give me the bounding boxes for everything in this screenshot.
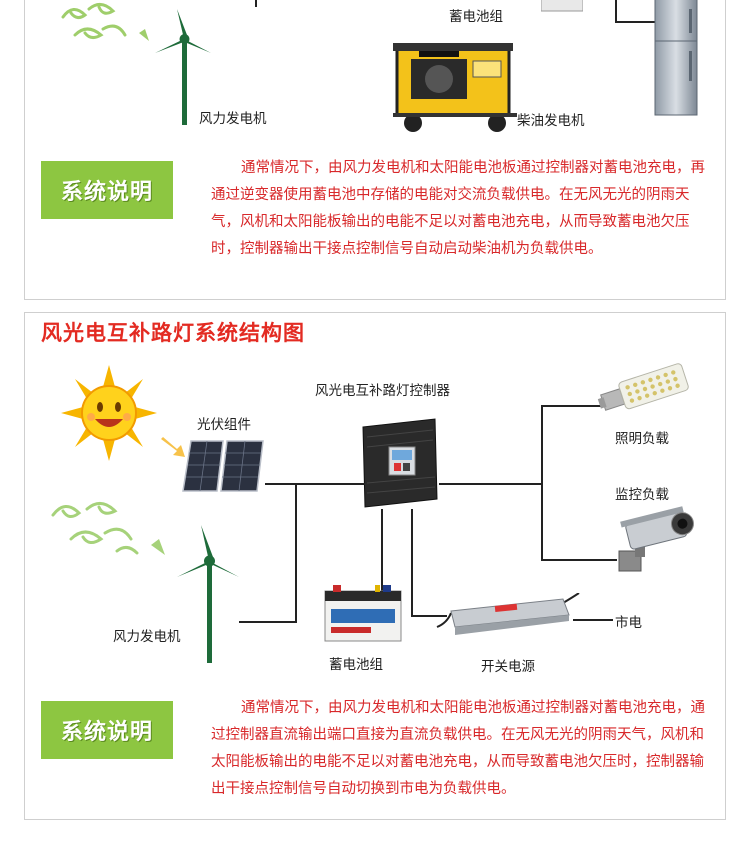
page-title: 风光电互补路灯系统结构图 [41, 321, 305, 345]
wind-turbine-label: 风力发电机 [113, 629, 181, 645]
system-description-badge: 系统说明 [41, 161, 173, 219]
mains-label: 市电 [615, 615, 642, 631]
connector-line [541, 405, 543, 561]
connector-line [265, 483, 365, 485]
system-description-badge: 系统说明 [41, 701, 173, 759]
power-supply-label: 开关电源 [481, 659, 535, 675]
monitoring-load-label: 监控负载 [615, 487, 669, 503]
battery-image [324, 585, 402, 642]
connector-line [411, 509, 413, 617]
controller-label: 风光电互补路灯控制器 [315, 383, 450, 399]
connector-line [573, 619, 613, 621]
wind-turbine-icon [155, 9, 211, 125]
connector-line [615, 21, 655, 23]
led-lamp-image [597, 363, 689, 411]
system-panel-generator: 风力发电机 蓄电池组 柴油发电机 系统说明 通常情况下，由风力发电机和太阳能电池 [24, 0, 726, 300]
system-description-paragraph: 通常情况下，由风力发电机和太阳能电池板通过控制器对蓄电池充电，通过控制器直流输出… [211, 700, 705, 797]
diesel-generator-label: 柴油发电机 [517, 113, 585, 129]
system-description-paragraph: 通常情况下，由风力发电机和太阳能电池板通过控制器对蓄电池充电，再通过逆变器使用蓄… [211, 160, 705, 257]
battery-label: 蓄电池组 [329, 657, 383, 673]
system-description-text: 通常情况下，由风力发电机和太阳能电池板通过控制器对蓄电池充电，再通过逆变器使用蓄… [211, 155, 707, 263]
lighting-load-label: 照明负载 [615, 431, 669, 447]
connector-line [295, 483, 297, 623]
refrigerator-image [654, 0, 698, 116]
connector-line [541, 405, 601, 407]
pv-module-label: 光伏组件 [197, 417, 251, 433]
system-description-text: 通常情况下，由风力发电机和太阳能电池板通过控制器对蓄电池充电，通过控制器直流输出… [211, 695, 707, 803]
controller-image [362, 418, 438, 508]
connector-line [255, 0, 257, 7]
battery-image [541, 0, 583, 12]
connector-line [615, 0, 617, 21]
battery-label: 蓄电池组 [449, 9, 503, 25]
connector-line [239, 621, 297, 623]
wind-swirl-icon [51, 502, 165, 555]
connector-line [439, 483, 543, 485]
wind-turbine-label: 风力发电机 [199, 111, 267, 127]
solar-panel-image [182, 440, 264, 492]
sun-icon [61, 365, 157, 461]
connector-line [381, 509, 383, 609]
wind-turbine-icon [177, 525, 239, 663]
power-supply-image [436, 593, 580, 635]
system-panel-streetlight: 风光电互补路灯系统结构图 光伏组件 [24, 312, 726, 820]
cctv-camera-image [618, 506, 694, 572]
connector-line [541, 559, 617, 561]
connector-line [411, 615, 447, 617]
wind-swirl-icon [61, 3, 149, 41]
arrow-icon [161, 437, 185, 457]
diesel-generator-image [393, 43, 517, 132]
